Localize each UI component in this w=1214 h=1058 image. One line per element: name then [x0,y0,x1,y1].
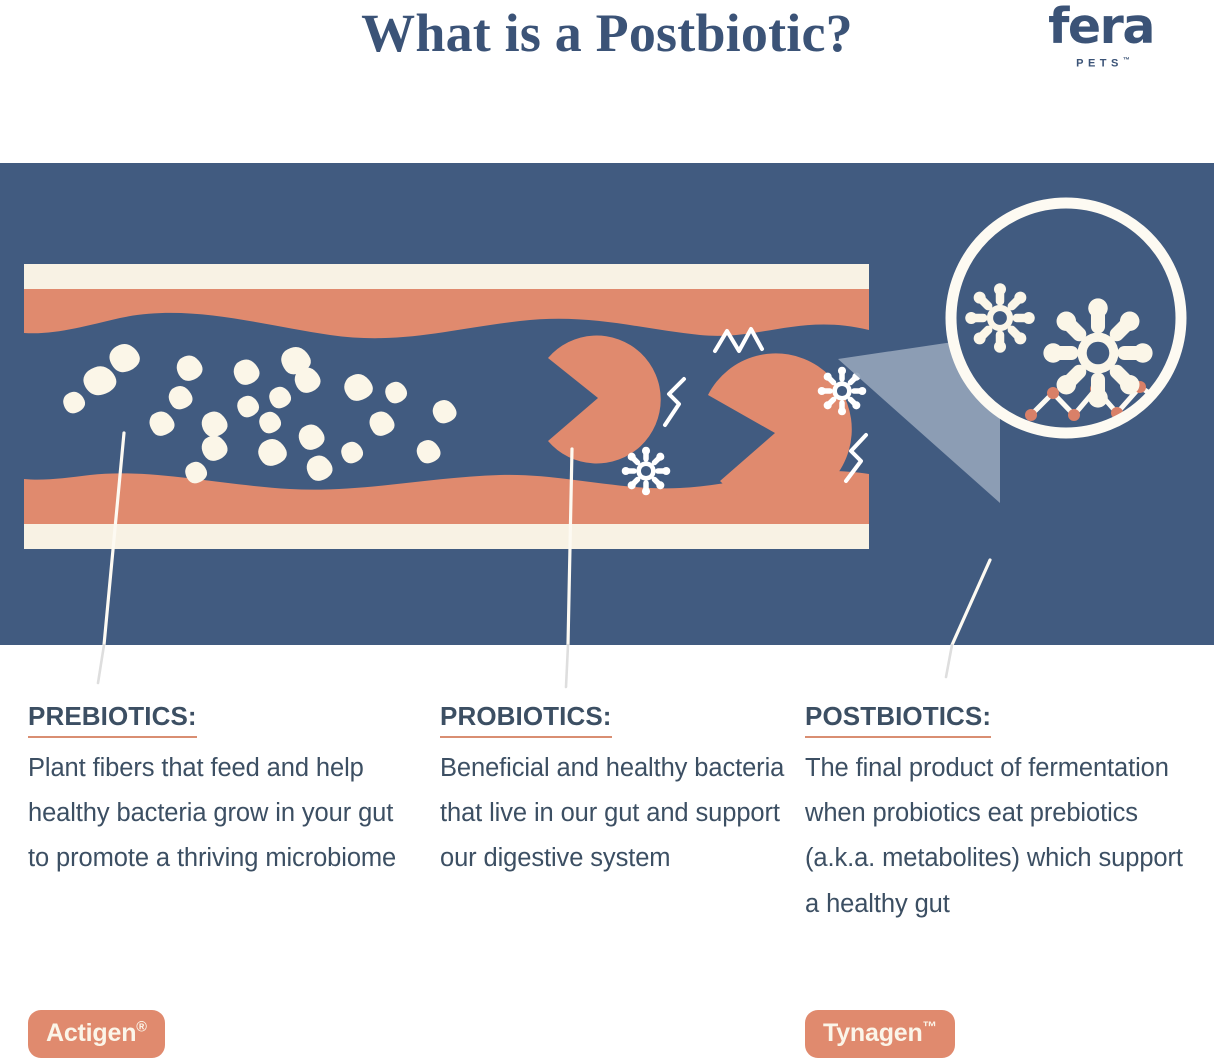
brand-logo[interactable]: fera PETS™ [1028,2,1174,70]
trademark-symbol-icon: ™ [922,1019,938,1036]
heading-postbiotics: POSTBIOTICS: [805,700,992,738]
magnified-postbiotic-molecules [965,283,1153,408]
registered-trademark-icon: ® [136,1019,147,1036]
ingredient-badge-actigen-label: Actigen [46,1019,137,1047]
definition-column-prebiotics: PREBIOTICS: Plant fibers that feed and h… [28,700,418,1058]
leader-line-probiotics-tail [564,643,570,689]
gut-cross-section-diagram [0,163,1214,645]
gut-wall-outer-bottom [24,524,869,549]
leader-line-postbiotics-tail [944,643,954,679]
postbiotic-molecule-2 [817,366,867,416]
pill-slot-postbiotics: Tynagen™ [805,996,955,1058]
gut-illustration-svg [0,163,1214,645]
definition-column-postbiotics: POSTBIOTICS: The final product of fermen… [805,700,1185,1058]
body-postbiotics: The final product of fermentation when p… [805,753,1183,918]
probiotic-bacteria-1 [548,335,661,464]
leader-line-prebiotics [102,431,126,645]
gut-wall-mucosa-top [24,289,869,339]
prebiotic-fiber-particles [63,343,457,484]
ingredient-badge-actigen[interactable]: Actigen® [28,1010,165,1058]
probiotic-bacteria-2 [708,353,852,506]
metabolite-chain-1 [713,327,764,353]
logo-subtext: PETS™ [1028,57,1174,70]
definition-column-probiotics: PROBIOTICS: Beneficial and healthy bacte… [440,700,790,882]
pill-slot-prebiotics: Actigen® [28,996,165,1058]
leader-lines-inside-panel [102,431,992,645]
logo-subtext-label: PETS [1076,57,1123,70]
metabolite-chain-3 [844,433,868,483]
postbiotic-molecule-1 [621,446,671,496]
postbiotic-molecules [621,366,867,496]
header: What is a Postbiotic? fera PETS™ [0,0,1214,150]
postbiotic-metabolite-chains [663,327,868,483]
magnified-molecule-large [1043,298,1153,408]
gut-wall-outer-top [24,264,869,289]
page-title: What is a Postbiotic? [361,3,853,63]
heading-probiotics: PROBIOTICS: [440,700,612,738]
magnified-molecule-small [965,283,1035,353]
ingredient-badge-tynagen[interactable]: Tynagen™ [805,1010,955,1058]
leader-line-postbiotics [950,558,992,645]
gut-wall-mucosa-bottom [24,470,869,524]
magnifier-contents [965,283,1168,421]
ingredient-badge-tynagen-label: Tynagen [823,1019,923,1047]
trademark-icon: ™ [1122,57,1130,64]
logo-wordmark: fera [1048,0,1155,55]
body-probiotics: Beneficial and healthy bacteria that liv… [440,753,785,873]
metabolite-chain-2 [663,377,686,427]
definitions-row: PREBIOTICS: Plant fibers that feed and h… [0,700,1214,1058]
heading-prebiotics: PREBIOTICS: [28,700,197,738]
leader-line-probiotics [566,447,574,645]
body-prebiotics: Plant fibers that feed and help healthy … [28,753,397,873]
magnifier-cone [838,335,1000,503]
leader-line-prebiotics-tail [96,643,106,685]
magnifier-lens-ring [945,197,1187,439]
